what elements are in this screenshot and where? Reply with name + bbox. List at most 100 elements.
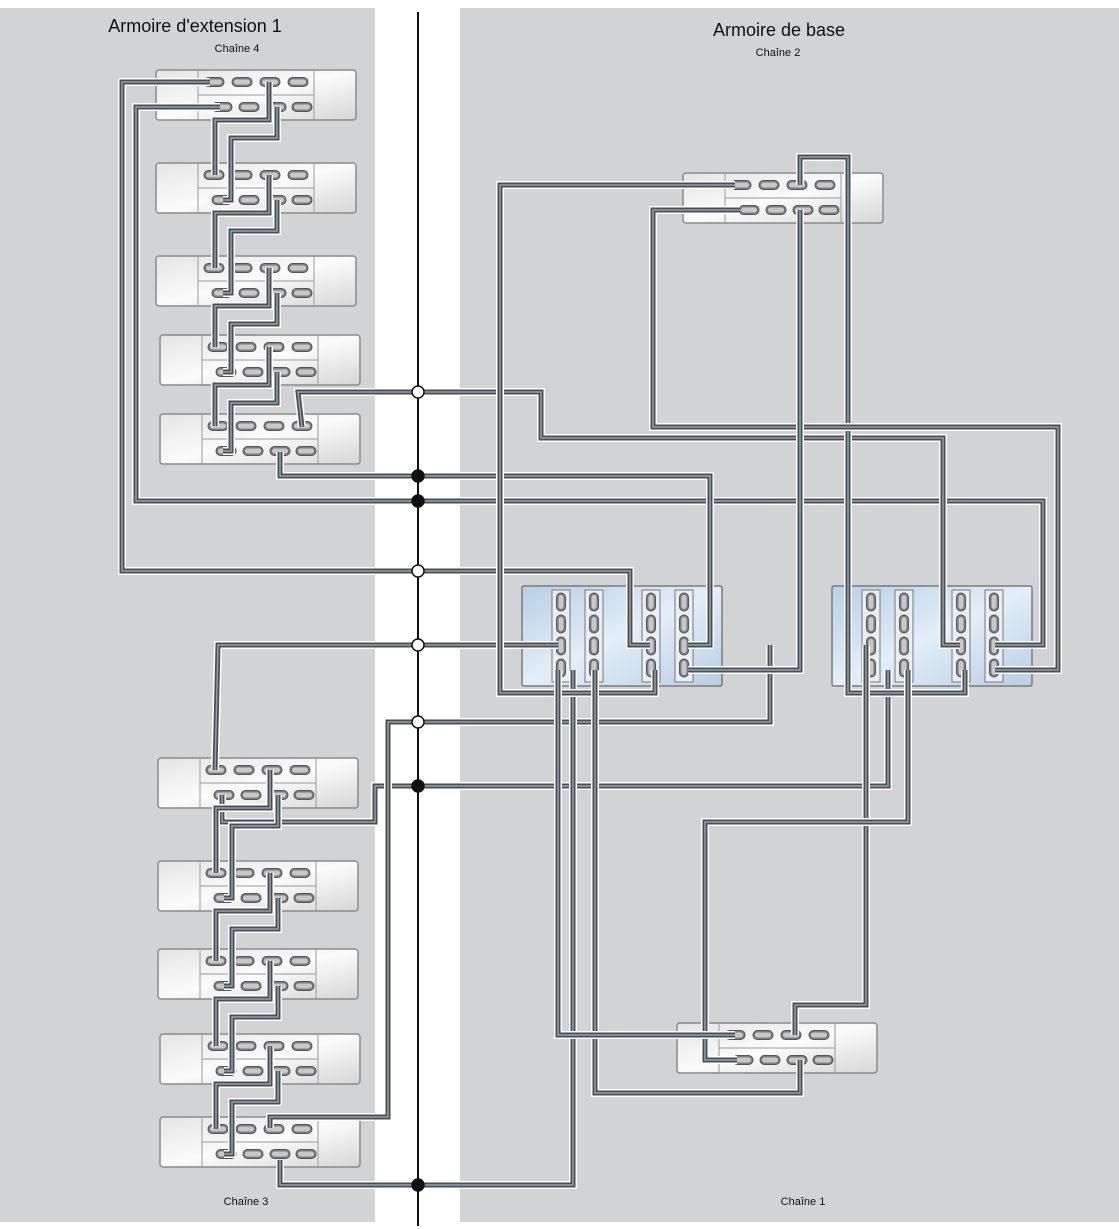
expansion-cabinet-title: Armoire d'extension 1 xyxy=(108,16,282,36)
sas-cable xyxy=(212,1046,274,1129)
port-inner xyxy=(958,595,964,609)
port-inner xyxy=(238,344,254,350)
sas-cable xyxy=(224,1071,282,1158)
port-inner xyxy=(558,639,564,653)
junction-open xyxy=(411,638,425,652)
port-inner xyxy=(236,958,252,964)
port-inner xyxy=(741,207,757,213)
sas-cable xyxy=(591,670,804,1097)
port-inner xyxy=(298,448,314,454)
port-inner xyxy=(681,595,687,609)
port-inner xyxy=(236,870,252,876)
sas-cable xyxy=(212,873,274,961)
sas-cable xyxy=(212,961,274,1046)
sas-cable xyxy=(212,770,274,873)
disk-shelf-chain3-1 xyxy=(157,757,359,809)
sas-cable xyxy=(224,898,282,990)
port-inner xyxy=(735,1057,751,1063)
chain-4-label: Chaîne 4 xyxy=(214,43,260,55)
sas-cable xyxy=(211,641,558,771)
port-inner xyxy=(243,792,259,798)
port-inner xyxy=(768,207,784,213)
chain-3-label: Chaîne 3 xyxy=(223,1196,269,1208)
disk-shelf-chain3-4 xyxy=(159,1033,361,1085)
port-inner xyxy=(648,595,654,609)
port-inner xyxy=(558,595,564,609)
port-inner xyxy=(236,767,252,773)
port-inner xyxy=(296,983,312,989)
sas-cable xyxy=(211,268,273,347)
disk-shelf-chain4-3 xyxy=(155,255,357,307)
sas-cable xyxy=(223,372,281,455)
chain-2-label: Chaîne 2 xyxy=(755,47,801,59)
port-inner xyxy=(290,172,306,178)
port-inner xyxy=(238,423,254,429)
port-inner xyxy=(821,207,837,213)
port-inner xyxy=(762,1057,778,1063)
port-inner xyxy=(648,617,654,631)
port-inner xyxy=(591,617,597,631)
disk-shelf-chain3-5 xyxy=(159,1116,361,1168)
port-inner xyxy=(266,423,282,429)
port-inner xyxy=(234,172,250,178)
sas-cable xyxy=(223,107,281,204)
port-inner xyxy=(298,369,314,375)
port-inner xyxy=(868,595,874,609)
port-inner xyxy=(245,369,261,375)
port-inner xyxy=(681,617,687,631)
junction-open xyxy=(411,715,425,729)
port-inner xyxy=(234,265,250,271)
port-inner xyxy=(234,79,250,85)
port-inner xyxy=(245,1151,261,1157)
sas-cable xyxy=(791,645,870,1035)
port-inner xyxy=(243,983,259,989)
disk-shelf-chain4-1 xyxy=(155,69,357,121)
port-inner xyxy=(238,1043,254,1049)
port-inner xyxy=(294,197,310,203)
port-inner xyxy=(958,617,964,631)
sas-cable xyxy=(223,293,281,376)
port-inner xyxy=(292,870,308,876)
port-inner xyxy=(290,265,306,271)
port-inner xyxy=(241,290,257,296)
port-inner xyxy=(681,661,687,675)
io-card xyxy=(984,589,1004,683)
port-inner xyxy=(245,448,261,454)
sas-cable xyxy=(132,103,1047,649)
port-inner xyxy=(868,617,874,631)
sas-cable xyxy=(266,645,774,1128)
sas-cable xyxy=(224,795,282,902)
port-inner xyxy=(901,595,907,609)
port-inner xyxy=(294,344,310,350)
port-inner xyxy=(815,1057,831,1063)
port-inner xyxy=(241,104,257,110)
port-inner xyxy=(292,767,308,773)
sas-cable xyxy=(224,986,282,1075)
port-inner xyxy=(241,197,257,203)
port-inner xyxy=(817,182,833,188)
port-inner xyxy=(591,595,597,609)
sas-cable xyxy=(211,347,273,426)
port-inner xyxy=(290,79,306,85)
junction-open xyxy=(411,385,425,399)
port-inner xyxy=(755,1032,771,1038)
base-cabinet-title: Armoire de base xyxy=(712,20,846,40)
disk-shelf-chain4-2 xyxy=(155,162,357,214)
port-inner xyxy=(292,958,308,964)
junction-filled xyxy=(411,469,425,483)
sas-cable xyxy=(649,206,1062,674)
port-inner xyxy=(294,1126,310,1132)
sas-cable xyxy=(276,452,714,649)
port-inner xyxy=(294,104,310,110)
sas-cable xyxy=(211,175,273,268)
port-inner xyxy=(733,182,749,188)
disk-shelf-chain4-4 xyxy=(159,334,361,386)
port-inner xyxy=(901,639,907,653)
port-inner xyxy=(558,617,564,631)
sas-cable xyxy=(218,670,892,826)
port-inner xyxy=(901,617,907,631)
port-inner xyxy=(238,1126,254,1132)
port-inner xyxy=(296,792,312,798)
sas-cable xyxy=(118,78,650,649)
